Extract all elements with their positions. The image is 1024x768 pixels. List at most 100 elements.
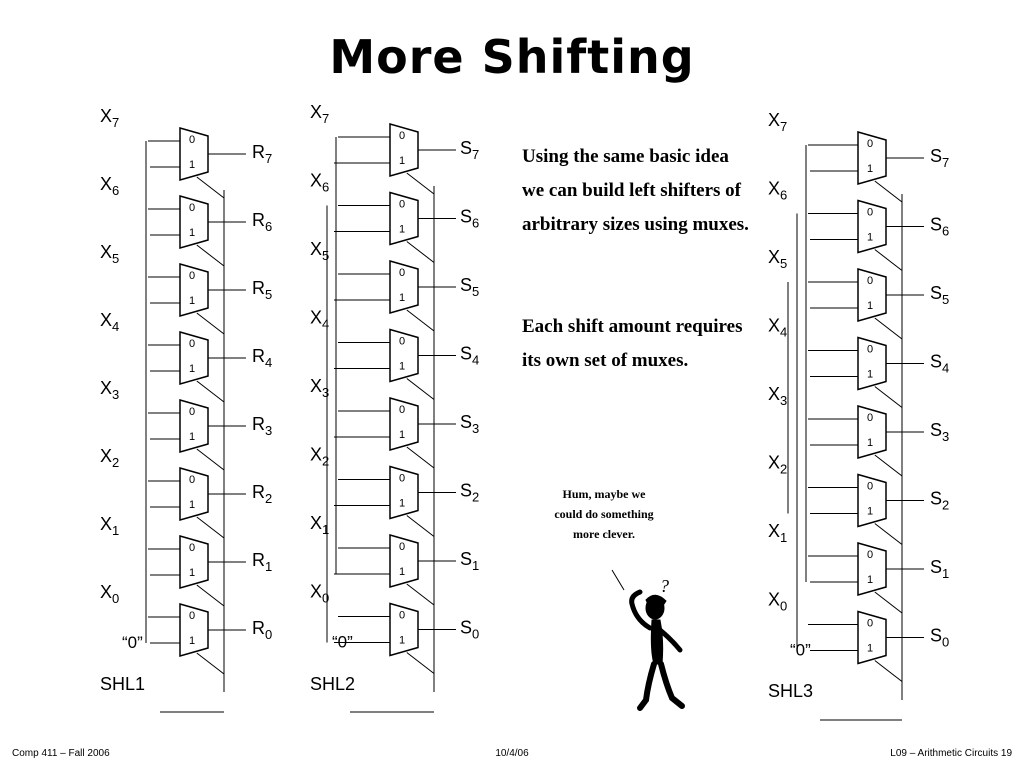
input-label: X1 — [310, 513, 329, 537]
input-label: X3 — [768, 384, 787, 408]
mux-input-1-label: 1 — [867, 437, 873, 449]
mux-input-1-label: 1 — [399, 292, 405, 304]
input-label: X2 — [768, 453, 787, 477]
select-wire — [874, 523, 903, 545]
mux-icon — [857, 199, 887, 254]
footer-lecture: L09 – Arithmetic Circuits 19 — [890, 748, 1012, 759]
output-label: S0 — [930, 626, 949, 650]
mux-icon — [857, 610, 887, 665]
output-label: S0 — [460, 618, 479, 642]
mux-input-1-label: 1 — [399, 429, 405, 441]
select-wire — [874, 180, 903, 203]
mux-input-0-label: 0 — [189, 474, 195, 486]
input-label: X4 — [100, 310, 119, 334]
mux-input-1-label: 1 — [867, 506, 873, 518]
select-wire — [406, 652, 435, 674]
output-label: S6 — [930, 215, 949, 239]
footer-course: Comp 411 – Fall 2006 — [12, 748, 110, 759]
output-label: S4 — [930, 352, 949, 376]
select-wire — [196, 176, 225, 199]
zero-input-label: “0” — [122, 633, 143, 652]
thought-text: Hum, maybe we could do something more cl… — [554, 487, 654, 541]
mux-input-1-label: 1 — [867, 643, 873, 655]
input-label: X2 — [100, 446, 119, 470]
mux-icon — [857, 336, 887, 391]
mux-input-1-label: 1 — [189, 499, 195, 511]
select-wire — [406, 446, 435, 469]
mux-input-0-label: 0 — [867, 549, 873, 561]
mux-input-1-label: 1 — [867, 232, 873, 244]
mux-input-0-label: 0 — [867, 412, 873, 424]
output-label: S5 — [460, 275, 479, 299]
shifter-circuits: X701R7X601R6X501R5X401R4X301R3X201R2X101… — [100, 102, 949, 721]
mux-icon — [179, 127, 209, 181]
output-label: S1 — [460, 549, 479, 573]
output-label: S3 — [460, 412, 479, 436]
mux-input-0-label: 0 — [867, 138, 873, 150]
input-label: X7 — [100, 106, 119, 130]
shifter-name: SHL2 — [310, 674, 355, 694]
mux-input-1-label: 1 — [867, 163, 873, 175]
output-label: S2 — [930, 489, 949, 513]
mux-icon — [389, 328, 419, 383]
shifter-name: SHL1 — [100, 674, 145, 694]
zero-input-label: “0” — [790, 641, 811, 660]
select-wire — [196, 516, 225, 539]
output-label: R3 — [252, 414, 272, 438]
input-label: X6 — [310, 171, 329, 195]
output-label: S5 — [930, 283, 949, 307]
output-label: S4 — [460, 344, 479, 368]
output-label: R4 — [252, 346, 272, 370]
select-wire — [874, 454, 903, 477]
output-label: S3 — [930, 420, 949, 444]
mux-input-0-label: 0 — [189, 610, 195, 622]
input-label: X4 — [310, 308, 329, 332]
mux-input-0-label: 0 — [399, 541, 405, 553]
mux-icon — [389, 534, 419, 588]
mux-icon — [389, 123, 419, 177]
mux-input-1-label: 1 — [189, 227, 195, 239]
input-label: X7 — [310, 102, 329, 126]
output-label: R0 — [252, 618, 272, 642]
output-label: S1 — [930, 557, 949, 581]
mux-icon — [857, 405, 887, 459]
input-label: X3 — [310, 376, 329, 400]
select-wire — [196, 244, 225, 267]
select-wire — [874, 591, 903, 614]
mux-input-1-label: 1 — [189, 635, 195, 647]
shifter-shl2: X701S7X601S6X501S5X401S4X301S3X201S2X101… — [310, 102, 479, 713]
input-label: X6 — [100, 174, 119, 198]
mux-input-0-label: 0 — [189, 270, 195, 282]
input-label: X1 — [100, 514, 119, 538]
mux-input-0-label: 0 — [867, 344, 873, 356]
mux-icon — [389, 465, 419, 520]
select-wire — [196, 652, 225, 675]
select-wire — [406, 378, 435, 400]
select-wire — [406, 515, 435, 537]
mux-icon — [179, 535, 209, 589]
mux-input-1-label: 1 — [189, 295, 195, 307]
mux-input-1-label: 1 — [189, 159, 195, 171]
output-label: R6 — [252, 210, 272, 234]
mux-icon — [389, 602, 419, 657]
mux-icon — [179, 467, 209, 521]
mux-input-1-label: 1 — [399, 224, 405, 236]
input-label: X4 — [768, 316, 787, 340]
mux-icon — [389, 397, 419, 451]
slide-title: More Shifting — [329, 30, 695, 84]
output-label: S2 — [460, 481, 479, 505]
mux-input-0-label: 0 — [867, 481, 873, 493]
mux-input-1-label: 1 — [867, 369, 873, 381]
description-paragraph-2: Each shift amount requires its own set o… — [522, 316, 743, 371]
select-wire — [196, 312, 225, 335]
select-wire — [196, 448, 225, 471]
mux-icon — [857, 473, 887, 528]
mux-input-1-label: 1 — [399, 498, 405, 510]
output-label: R2 — [252, 482, 272, 506]
mux-input-0-label: 0 — [189, 406, 195, 418]
footer-date: 10/4/06 — [495, 748, 529, 759]
mux-input-0-label: 0 — [399, 199, 405, 211]
mux-icon — [179, 263, 209, 317]
mux-input-0-label: 0 — [399, 267, 405, 279]
